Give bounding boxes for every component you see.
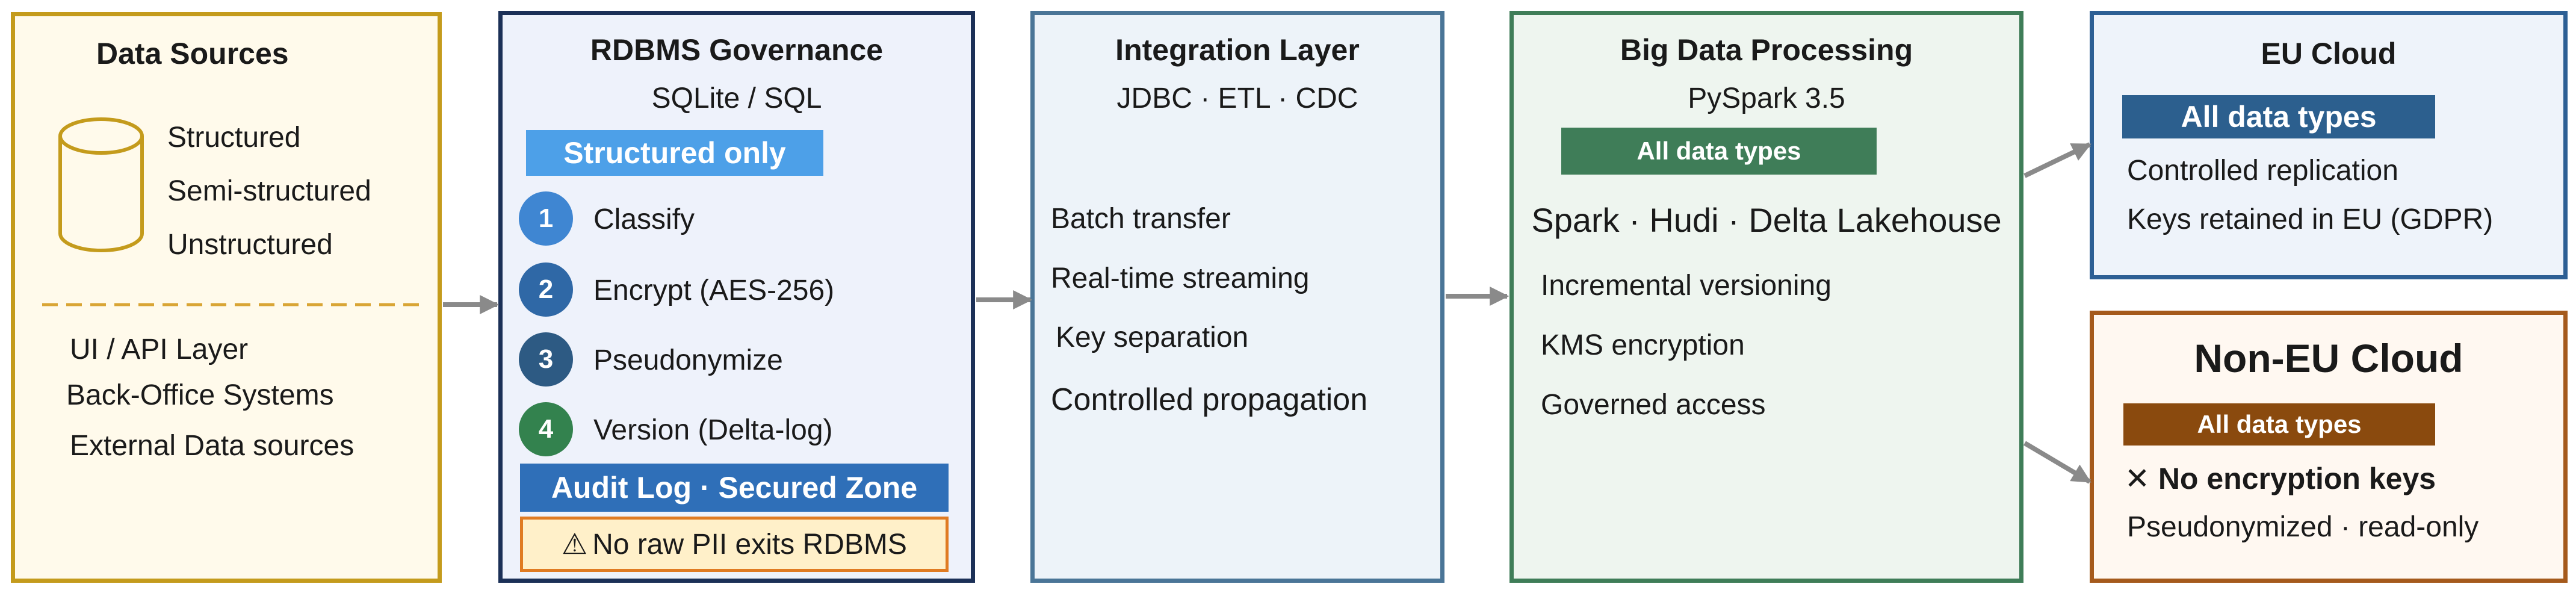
big-data-processing-panel (1509, 11, 2023, 583)
non-eu-cloud-title: Non-EU Cloud (2194, 336, 2463, 380)
non-eu-cloud-panel (2090, 311, 2568, 583)
eu-all-types-badge: All data types (2122, 95, 2435, 138)
step-classify: Classify (593, 203, 695, 235)
bigdata-subtitle: PySpark 3.5 (1688, 82, 1845, 114)
integration-subtitle: JDBC · ETL · CDC (1116, 82, 1358, 114)
rdbms-title: RDBMS Governance (590, 33, 884, 67)
bigdata-title: Big Data Processing (1620, 33, 1913, 67)
integration-key-separation: Key separation (1056, 321, 1249, 353)
non-eu-no-keys-line: ✕ No encryption keys (2125, 464, 2436, 494)
step-pseudonymize: Pseudonymize (593, 344, 783, 376)
non-eu-no-keys-text: No encryption keys (2158, 462, 2436, 495)
arrow-bigdata-to-eu (2023, 142, 2091, 178)
step-1-icon: 1 (519, 191, 573, 246)
step-encrypt: Encrypt (AES-256) (593, 275, 835, 306)
source-type-structured: Structured (167, 122, 301, 154)
origin-external-data-sources: External Data sources (70, 430, 355, 462)
non-eu-all-types-badge: All data types (2123, 403, 2435, 446)
origin-back-office-systems: Back-Office Systems (66, 379, 334, 411)
eu-controlled-replication: Controlled replication (2127, 155, 2398, 187)
arrow-bigdata-to-non-eu (2023, 441, 2091, 484)
step-2-icon: 2 (519, 262, 573, 317)
eu-keys-retained: Keys retained in EU (GDPR) (2127, 203, 2494, 235)
source-type-unstructured: Unstructured (167, 229, 333, 261)
rdbms-subtitle: SQLite / SQL (651, 82, 822, 114)
source-type-semi-structured: Semi-structured (167, 175, 371, 207)
cross-icon: ✕ (2125, 462, 2150, 495)
integration-layer-panel (1030, 11, 1444, 583)
integration-real-time-streaming: Real-time streaming (1051, 262, 1310, 294)
bigdata-kms-encryption: KMS encryption (1541, 329, 1745, 361)
warning-text: No raw PII exits RDBMS (592, 528, 907, 560)
non-eu-access: Pseudonymized · read-only (2127, 511, 2479, 543)
bigdata-incremental-versioning: Incremental versioning (1541, 270, 1831, 302)
step-version: Version (Delta-log) (593, 414, 833, 446)
bigdata-all-types-badge: All data types (1561, 128, 1877, 175)
eu-cloud-panel (2090, 11, 2568, 279)
integration-controlled-propagation: Controlled propagation (1051, 382, 1368, 417)
step-3-icon: 3 (519, 332, 573, 387)
bigdata-stack: Spark · Hudi · Delta Lakehouse (1531, 201, 2002, 239)
integration-title: Integration Layer (1115, 33, 1360, 67)
data-sources-title: Data Sources (96, 37, 289, 70)
eu-cloud-title: EU Cloud (2261, 37, 2397, 70)
origin-ui-api-layer: UI / API Layer (70, 334, 249, 365)
step-4-icon: 4 (519, 402, 573, 456)
bigdata-governed-access: Governed access (1541, 389, 1766, 421)
integration-batch-transfer: Batch transfer (1051, 203, 1231, 235)
warning-box: ⚠ No raw PII exits RDBMS (520, 517, 949, 572)
audit-log-banner: Audit Log · Secured Zone (520, 464, 949, 512)
warning-icon: ⚠ (562, 529, 588, 560)
data-sources-panel (11, 12, 442, 583)
structured-only-badge: Structured only (526, 130, 823, 176)
